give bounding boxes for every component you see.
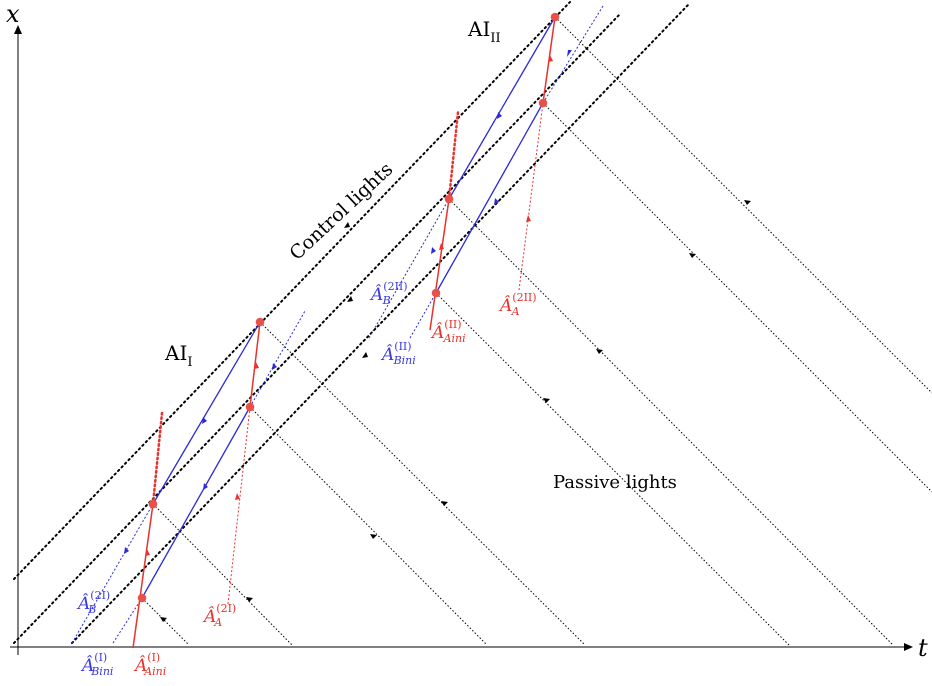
operator-b-2ii: Â(2II)B — [369, 280, 408, 307]
blue-solid-arrows — [202, 112, 502, 490]
operator-a-2ii: Â(2II)A — [498, 291, 537, 318]
t-axis-label: t — [918, 634, 928, 662]
operator-a-ini-i: Â(I)Aini — [133, 651, 166, 678]
interferometer-label-ii: AIII — [467, 17, 501, 46]
control-lights — [13, 1, 689, 644]
passive-lights — [141, 16, 932, 646]
red-solid-paths — [132, 16, 556, 649]
blue-dotted-arrows — [124, 50, 572, 554]
blue-dotted-beams — [71, 5, 604, 644]
control-light-arrows — [344, 222, 368, 358]
event-dots — [137, 12, 560, 603]
passive-lights-label: Passive lights — [553, 472, 677, 493]
passive-light-arrows — [160, 200, 751, 622]
operator-a-2i: Â(2I)A — [202, 602, 236, 629]
red-thick-dotted — [151, 110, 460, 506]
red-dotted-beams — [227, 102, 544, 605]
red-solid-arrows — [145, 55, 553, 556]
operator-b-ini-i: Â(I)Bini — [80, 651, 113, 678]
operator-b-ini-ii: Â(II)Bini — [380, 340, 416, 367]
control-lights-label: Control lights — [285, 158, 397, 264]
operator-b-2i: Â(2I)B — [76, 589, 110, 616]
blue-solid-paths — [141, 16, 556, 599]
x-axis-label: x — [6, 0, 20, 28]
operator-a-ini-ii: Â(II)Aini — [430, 318, 466, 345]
interferometer-label-i: AII — [164, 341, 192, 370]
red-dotted-arrows — [235, 215, 531, 500]
